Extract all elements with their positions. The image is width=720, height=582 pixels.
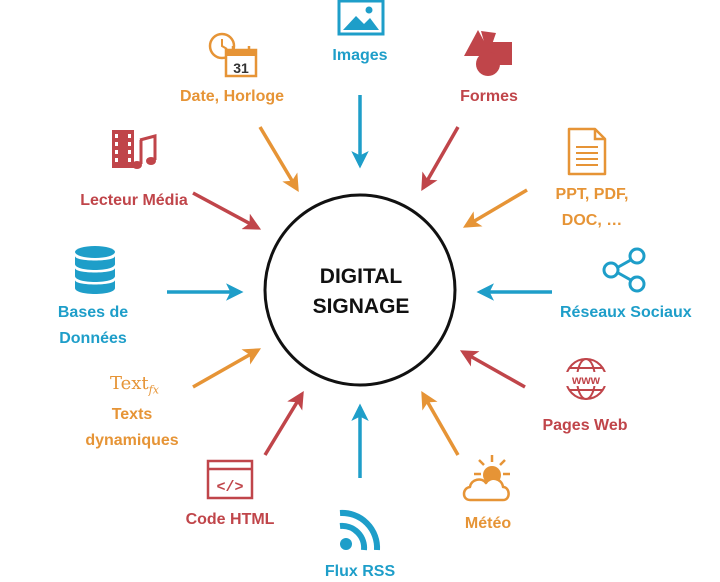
document-icon — [567, 127, 607, 176]
label-texts-line2: dynamiques — [85, 432, 179, 449]
share-icon — [602, 247, 646, 293]
weather-icon — [462, 455, 510, 502]
media-player-icon — [112, 130, 157, 169]
label-images: Images — [332, 47, 388, 64]
arrows — [167, 95, 552, 478]
label-bases-line2: Données — [59, 330, 127, 347]
label-bases-de-donnees: Bases de Données — [58, 300, 128, 352]
calendar-day: 31 — [233, 60, 249, 76]
center-title-line2: SIGNAGE — [312, 295, 410, 318]
text-fx-sub: fx — [148, 383, 159, 397]
label-meteo: Météo — [464, 515, 512, 532]
rss-icon — [339, 509, 381, 551]
arrow-code-html — [263, 391, 304, 456]
label-texts-dynamiques: Texts dynamiques — [85, 402, 178, 454]
globe-www-icon: www — [565, 358, 607, 400]
arrow-meteo — [421, 390, 460, 456]
label-reseaux-sociaux: Réseaux Sociaux — [560, 304, 692, 321]
text-fx-main: Text — [110, 373, 149, 394]
label-bases-line1: Bases de — [57, 304, 129, 321]
svg-text:</>: </> — [216, 479, 243, 496]
label-code-html: Code HTML — [185, 511, 275, 528]
arrow-pages-web — [459, 350, 526, 389]
svg-text:www: www — [571, 373, 601, 387]
label-documents-line1: PPT, PDF, — [555, 186, 629, 203]
label-lecteur-media: Lecteur Média — [80, 192, 188, 209]
shapes-icon — [464, 30, 512, 76]
label-documents-line2: DOC, … — [561, 212, 623, 229]
text-fx-icon: Textfx — [110, 373, 159, 397]
database-icon — [75, 246, 115, 294]
arrow-formes — [421, 126, 460, 192]
label-documents: PPT, PDF, DOC, … — [556, 182, 629, 234]
arrow-date — [258, 126, 299, 193]
calendar-clock-icon: 31 — [208, 32, 258, 78]
arrow-lecteur — [192, 191, 262, 230]
arrow-documents — [462, 188, 528, 228]
label-pages-web: Pages Web — [542, 417, 628, 434]
arrow-texts — [192, 348, 262, 389]
image-icon — [337, 0, 385, 36]
label-date-horloge: Date, Horloge — [179, 88, 285, 105]
label-flux-rss: Flux RSS — [324, 563, 396, 580]
code-icon: </> — [206, 459, 254, 500]
center-circle — [263, 193, 457, 387]
label-formes: Formes — [460, 88, 518, 105]
label-texts-line1: Texts — [111, 406, 153, 423]
center-title: DIGITAL SIGNAGE — [268, 262, 454, 322]
center-title-line1: DIGITAL — [319, 265, 403, 288]
